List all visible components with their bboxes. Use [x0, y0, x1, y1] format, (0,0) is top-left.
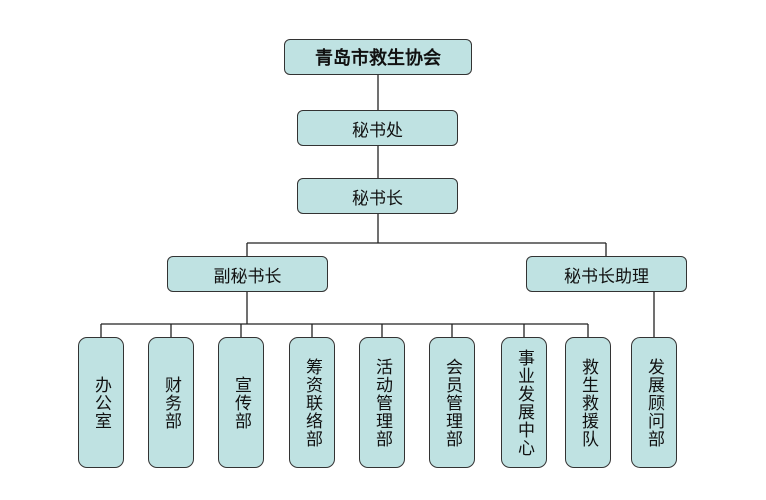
dept-label: 财务部	[161, 375, 181, 430]
dept-node: 筹资联络部	[289, 337, 335, 468]
secretariat-label: 秘书处	[352, 120, 403, 141]
dept-label: 宣传部	[231, 375, 251, 430]
dept-label: 会员管理部	[442, 357, 462, 448]
dept-node: 事业发展中心	[501, 337, 547, 468]
dept-label: 救生救援队	[578, 357, 598, 448]
advisor-dept-label: 发展顾问部	[644, 357, 664, 448]
dept-label: 办公室	[91, 375, 111, 430]
dept-node: 救生救援队	[565, 337, 611, 468]
dept-label: 活动管理部	[372, 357, 392, 448]
secretariat-node: 秘书处	[297, 110, 458, 146]
dept-node: 活动管理部	[359, 337, 405, 468]
dept-node: 宣传部	[218, 337, 264, 468]
deputy-label: 副秘书长	[213, 266, 282, 287]
assistant-label: 秘书长助理	[564, 266, 649, 287]
assistant-node: 秘书长助理	[526, 256, 687, 292]
dept-label: 事业发展中心	[514, 348, 534, 457]
dept-node: 财务部	[148, 337, 194, 468]
secretary-general-label: 秘书长	[352, 188, 403, 209]
root-label: 青岛市救生协会	[315, 48, 441, 69]
dept-node: 会员管理部	[429, 337, 475, 468]
dept-label: 筹资联络部	[302, 357, 322, 448]
deputy-node: 副秘书长	[167, 256, 328, 292]
dept-node: 办公室	[78, 337, 124, 468]
advisor-dept-node: 发展顾问部	[631, 337, 677, 468]
secretary-general-node: 秘书长	[297, 178, 458, 214]
root-node: 青岛市救生协会	[284, 39, 472, 75]
